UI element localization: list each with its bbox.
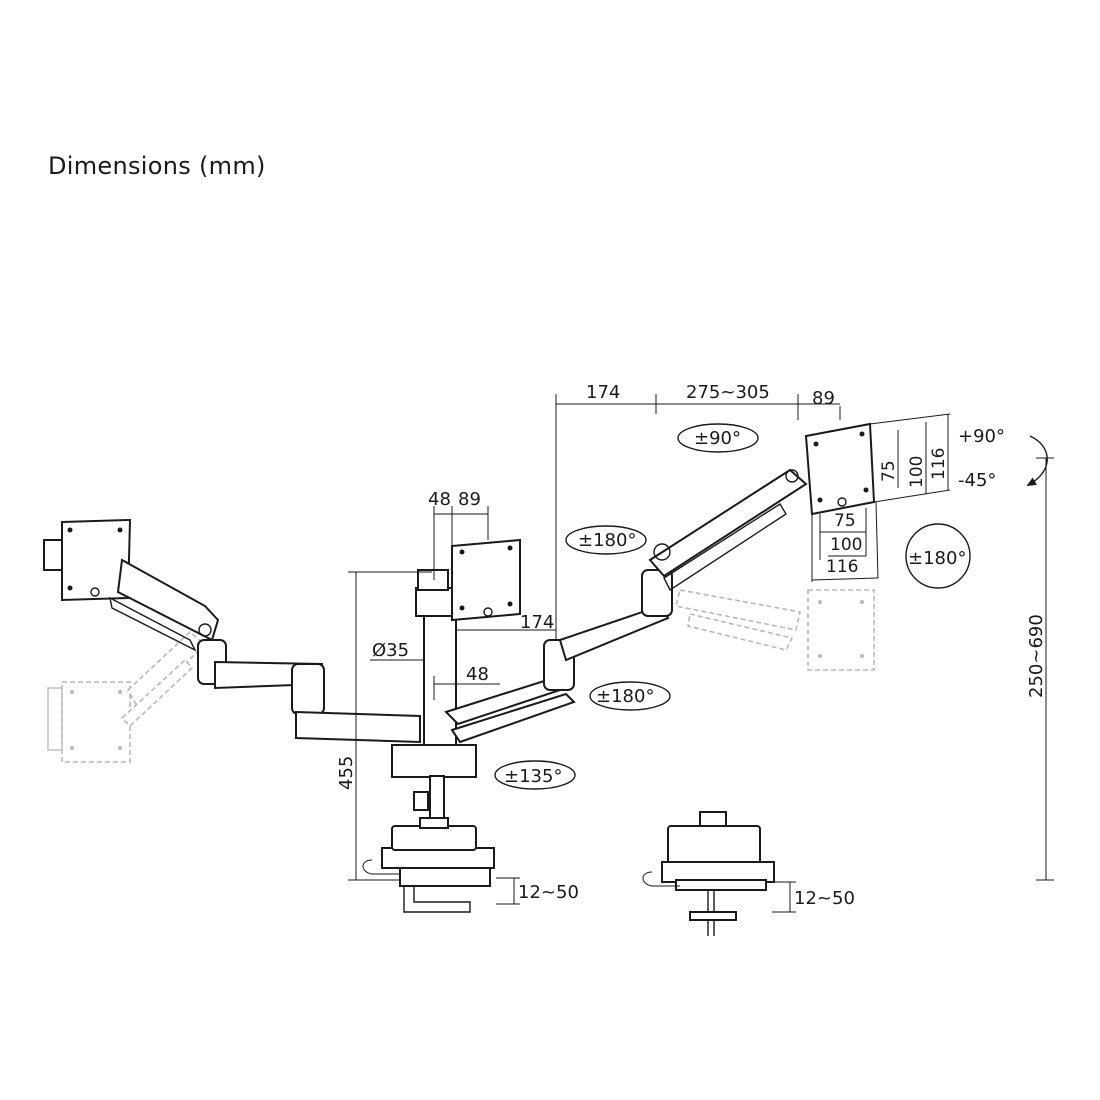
dim-48-low: 48 bbox=[466, 664, 489, 685]
rotation-arrows bbox=[494, 423, 1048, 790]
dim-89-top: 89 bbox=[812, 388, 835, 409]
right-upper-arm bbox=[648, 468, 808, 592]
dim-diameter-35: Ø35 bbox=[372, 640, 409, 661]
ghost-left-arm bbox=[47, 630, 207, 763]
dim-12-50-right: 12~50 bbox=[794, 888, 855, 909]
vesa-horizontal-75: 75 bbox=[834, 511, 856, 531]
swivel-180-upper-label: ±180° bbox=[578, 530, 636, 551]
right-vesa-plate bbox=[804, 422, 876, 516]
tilt-up-label: +90° bbox=[958, 426, 1005, 447]
left-upper-arm bbox=[109, 558, 421, 744]
dimension-lines bbox=[348, 394, 1054, 913]
center-pole bbox=[362, 538, 521, 913]
grommet-clamp bbox=[642, 811, 775, 936]
dim-12-50-left: 12~50 bbox=[518, 882, 579, 903]
dim-48-center: 48 bbox=[428, 489, 451, 510]
right-lower-arm bbox=[444, 569, 673, 744]
dim-174-top: 174 bbox=[586, 382, 620, 403]
dim-174-mid: 174 bbox=[520, 612, 554, 633]
dim-455: 455 bbox=[336, 756, 357, 790]
swivel-90-label: ±90° bbox=[694, 428, 741, 449]
vesa-vertical-116: 116 bbox=[929, 448, 949, 480]
vesa-vertical-75: 75 bbox=[879, 460, 899, 482]
dim-275-305: 275~305 bbox=[686, 382, 770, 403]
vesa-horizontal-100: 100 bbox=[830, 535, 862, 555]
page-title: Dimensions (mm) bbox=[48, 152, 266, 180]
vesa-vertical-100: 100 bbox=[907, 456, 927, 488]
ghost-right-arm bbox=[675, 589, 875, 671]
left-vesa-plate bbox=[43, 518, 132, 602]
swivel-135-label: ±135° bbox=[504, 766, 562, 787]
dim-250-690: 250~690 bbox=[1026, 614, 1047, 698]
vesa-horizontal-116: 116 bbox=[826, 557, 858, 577]
rotate-180-label: ±180° bbox=[908, 548, 966, 569]
dim-89-center: 89 bbox=[458, 489, 481, 510]
swivel-180-lower-label: ±180° bbox=[596, 686, 654, 707]
tilt-down-label: -45° bbox=[958, 470, 996, 491]
